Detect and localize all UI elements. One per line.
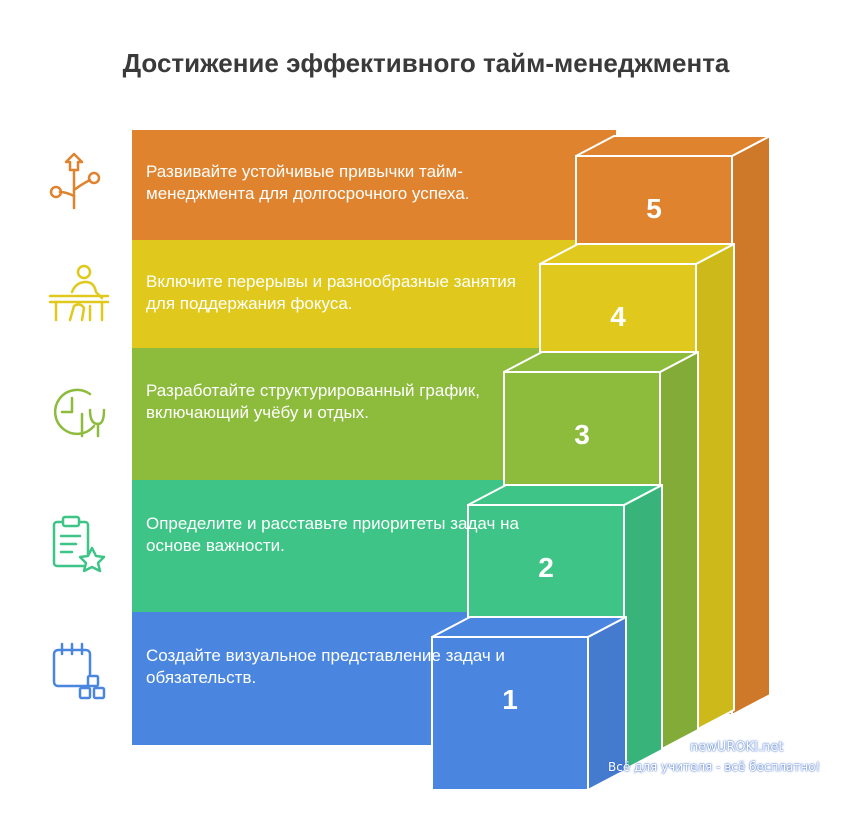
- page-title: Достижение эффективного тайм-менеджмента: [122, 48, 730, 78]
- step-text-2: Определите и расставьте приоритеты задач…: [146, 514, 519, 555]
- clock-plant-icon: [46, 380, 110, 444]
- band-step-1: [132, 612, 472, 745]
- step-number-4: 4: [610, 301, 626, 332]
- band-step-5-top: [132, 130, 610, 240]
- step-text-3: Разработайте структурированный график, в…: [146, 381, 480, 422]
- watermark-site: newUROKI.net: [690, 740, 784, 755]
- step-number-3: 3: [574, 419, 590, 450]
- step-text-4: Включите перерывы и разнообразные заняти…: [146, 272, 516, 313]
- band-step-2: [132, 480, 508, 612]
- clipboard-star-icon: [46, 512, 110, 576]
- step-number-2: 2: [538, 552, 554, 583]
- growth-tree-icon: [46, 150, 110, 214]
- band-step-4: [132, 240, 580, 348]
- watermark-slogan: Всё для учителя - всё бесплатно!: [608, 760, 821, 774]
- step-number-1: 1: [502, 684, 518, 715]
- calendar-blocks-icon: [46, 640, 110, 704]
- step-text-5: Развивайте устойчивые привычки тайм-мене…: [146, 162, 470, 203]
- person-at-desk-icon: [46, 262, 110, 326]
- band-step-3: [132, 348, 544, 480]
- step-block-1: 1: [431, 616, 627, 791]
- step-number-5: 5: [646, 193, 662, 224]
- step-text-1: Создайте визуальное представление задач …: [146, 646, 505, 687]
